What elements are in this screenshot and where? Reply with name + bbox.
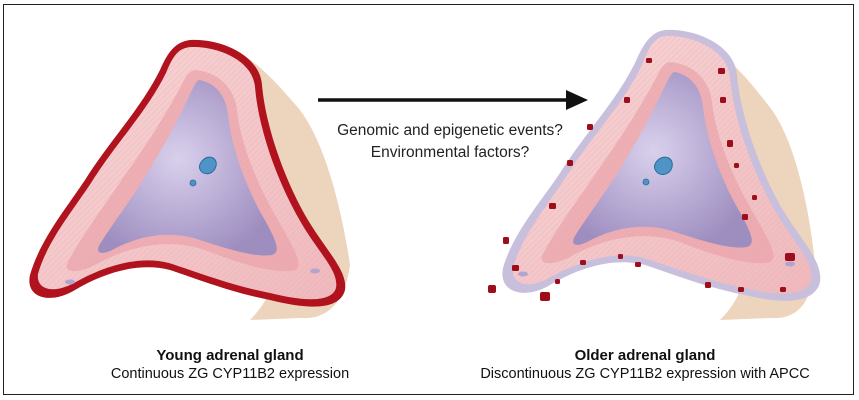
apcc-cluster bbox=[503, 237, 509, 244]
apcc-cluster bbox=[512, 265, 519, 271]
small-vessel-right bbox=[643, 179, 649, 185]
small-vessel-tip-right-a bbox=[518, 272, 528, 277]
caption-older-subtitle: Discontinuous ZG CYP11B2 expression with… bbox=[440, 365, 850, 384]
caption-older: Older adrenal gland Discontinuous ZG CYP… bbox=[440, 346, 850, 384]
apcc-cluster bbox=[720, 97, 726, 103]
apcc-cluster bbox=[785, 253, 795, 261]
apcc-cluster bbox=[718, 68, 725, 74]
caption-young-subtitle: Continuous ZG CYP11B2 expression bbox=[70, 365, 390, 384]
small-vessel-tip-right bbox=[310, 269, 320, 274]
annotation-line-1: Genomic and epigenetic events? bbox=[300, 120, 600, 142]
apcc-cluster bbox=[780, 287, 786, 292]
transition-arrow bbox=[318, 90, 588, 110]
caption-older-title: Older adrenal gland bbox=[440, 346, 850, 365]
apcc-cluster bbox=[635, 262, 641, 267]
caption-young-title: Young adrenal gland bbox=[70, 346, 390, 365]
apcc-cluster bbox=[727, 140, 733, 147]
apcc-cluster bbox=[488, 285, 496, 293]
apcc-cluster bbox=[752, 195, 757, 200]
apcc-cluster bbox=[705, 282, 711, 288]
apcc-cluster bbox=[549, 203, 556, 209]
apcc-cluster bbox=[555, 279, 560, 284]
apcc-cluster bbox=[646, 58, 652, 63]
apcc-cluster bbox=[540, 292, 550, 301]
apcc-cluster bbox=[618, 254, 623, 259]
small-vessel-tip-left bbox=[65, 280, 75, 285]
apcc-cluster bbox=[742, 214, 748, 220]
annotation-line-2: Environmental factors? bbox=[300, 142, 600, 164]
apcc-cluster bbox=[624, 97, 630, 103]
apcc-cluster bbox=[738, 287, 744, 292]
causal-factors-annotation: Genomic and epigenetic events? Environme… bbox=[300, 120, 600, 164]
caption-young: Young adrenal gland Continuous ZG CYP11B… bbox=[70, 346, 390, 384]
apcc-cluster bbox=[734, 163, 739, 168]
small-vessel-tip-right-b bbox=[785, 262, 795, 267]
young-adrenal-gland bbox=[29, 40, 350, 320]
small-vessel-left bbox=[190, 180, 196, 186]
apcc-cluster bbox=[580, 260, 586, 265]
older-adrenal-gland bbox=[488, 30, 820, 320]
